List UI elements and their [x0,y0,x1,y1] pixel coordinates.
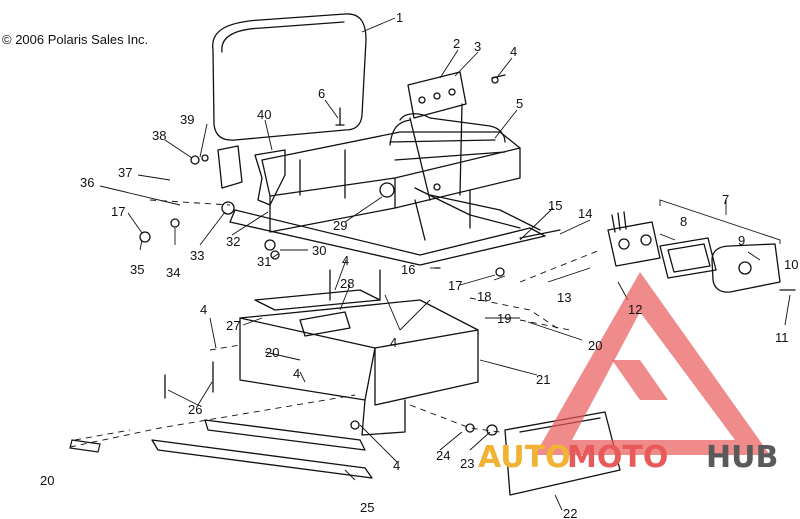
callout-20-mid: 20 [265,345,279,360]
callout-13: 13 [557,290,571,305]
callout-4-b: 4 [342,253,349,268]
callout-30: 30 [312,243,326,258]
watermark-triangle [535,272,770,455]
callout-11: 11 [775,330,789,345]
lens-frame [659,237,717,279]
callout-28: 28 [340,276,354,291]
watermark-text-auto: AUTO [478,440,571,475]
callout-20-left: 20 [40,473,54,488]
copyright-notice: © 2006 Polaris Sales Inc. [2,32,149,47]
callout-17-right: 17 [448,278,462,293]
side-bracket [217,145,243,189]
backrest-bracket [254,149,286,206]
leader-lines [99,17,791,511]
rack-frame [229,113,546,266]
storage-box [239,289,479,436]
trim-strip [69,439,101,453]
callout-19: 19 [497,311,511,326]
callout-24: 24 [436,448,450,463]
callout-27: 27 [226,318,240,333]
callout-4-c: 4 [390,335,397,350]
callout-8: 8 [680,214,687,229]
dashed-lines [69,199,601,448]
callout-23: 23 [460,456,474,471]
callout-3: 3 [474,39,481,54]
callout-1: 1 [396,10,403,25]
callout-32: 32 [226,234,240,249]
callout-9: 9 [738,233,745,248]
callout-29: 29 [333,218,347,233]
backrest-pad [212,13,367,141]
callout-6: 6 [318,86,325,101]
tail-lens [711,243,781,293]
callout-31: 31 [257,254,271,269]
callout-34: 34 [166,265,180,280]
taillight-housing [607,211,661,267]
automotohub-watermark: AUTO MOTO HUB [478,272,778,475]
callout-21: 21 [536,372,550,387]
callout-35: 35 [130,262,144,277]
license-bracket [407,71,467,201]
callout-25: 25 [360,500,374,515]
callout-20-right: 20 [588,338,602,353]
callout-26: 26 [188,402,202,417]
callout-40: 40 [257,107,271,122]
callout-2: 2 [453,36,460,51]
callout-labels: 1 2 3 4 5 6 7 8 9 10 11 12 13 14 15 16 1… [40,10,798,519]
callout-33: 33 [190,248,204,263]
floor-strip-upper [204,419,366,451]
callout-37: 37 [118,165,132,180]
callout-7: 7 [722,192,729,207]
callout-16: 16 [401,262,415,277]
callout-4: 4 [510,44,517,59]
watermark-text-hub: HUB [706,440,778,475]
callout-22: 22 [563,506,577,519]
callout-14: 14 [578,206,592,221]
fastener-set [139,74,796,436]
callout-38: 38 [152,128,166,143]
floor-strip [151,439,373,479]
callout-18: 18 [477,289,491,304]
callout-36: 36 [80,175,94,190]
callout-12: 12 [628,302,642,317]
callout-4-f: 4 [393,458,400,473]
callout-39: 39 [180,112,194,127]
callout-17-left: 17 [111,204,125,219]
callout-5: 5 [516,96,523,111]
watermark-text-moto: MOTO [567,440,668,475]
callout-4-d: 4 [200,302,207,317]
callout-15: 15 [548,198,562,213]
callout-10: 10 [784,257,798,272]
callout-4-e: 4 [293,366,300,381]
